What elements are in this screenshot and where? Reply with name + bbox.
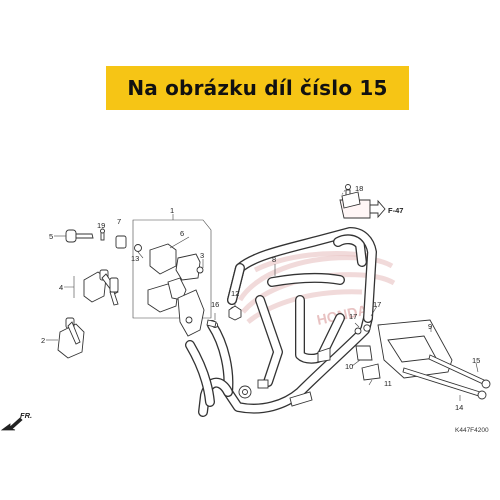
callout-10: 10 bbox=[345, 362, 353, 371]
callout-5: 5 bbox=[49, 232, 53, 241]
callout-6: 6 bbox=[180, 229, 184, 238]
callout-13: 13 bbox=[131, 254, 139, 263]
title-banner: Na obrázku díl číslo 15 bbox=[106, 66, 409, 110]
reference-f47: F-47 bbox=[339, 191, 403, 219]
callout-8: 8 bbox=[272, 255, 276, 264]
part-group-1-outline bbox=[132, 219, 212, 319]
key-set-part-4 bbox=[83, 269, 119, 306]
front-direction-indicator: FR. bbox=[0, 411, 32, 431]
frame-body bbox=[185, 227, 377, 417]
head-bracket bbox=[177, 289, 205, 337]
callout-16: 16 bbox=[211, 300, 219, 309]
callout-7: 7 bbox=[117, 217, 121, 226]
callout-11: 11 bbox=[384, 379, 392, 388]
key-set-box-parts bbox=[115, 235, 201, 313]
callout-15: 15 bbox=[472, 356, 480, 365]
callout-2: 2 bbox=[41, 336, 45, 345]
callout-19: 19 bbox=[97, 221, 105, 230]
bolts-14-15 bbox=[402, 354, 491, 400]
front-arrow-icon bbox=[0, 417, 23, 431]
callout-17-right: 17 bbox=[373, 300, 381, 309]
callout-18: 18 bbox=[355, 184, 363, 193]
reference-f47-label: F-47 bbox=[388, 206, 403, 215]
engine-hanger-part-9 bbox=[354, 319, 453, 381]
callout-numbers: 1 2 3 4 5 6 7 8 9 10 11 12 13 14 15 16 1… bbox=[41, 184, 480, 412]
leader-lines bbox=[46, 189, 479, 401]
diagram-code: K447F4200 bbox=[455, 427, 489, 434]
callout-4: 4 bbox=[59, 283, 63, 292]
title-text: Na obrázku díl číslo 15 bbox=[127, 76, 388, 100]
callout-3: 3 bbox=[200, 251, 204, 260]
callout-17-left: 17 bbox=[349, 312, 357, 321]
callout-9: 9 bbox=[428, 322, 432, 331]
key-part-5 bbox=[65, 229, 94, 243]
callout-12: 12 bbox=[231, 289, 239, 298]
lock-cylinder-part-2 bbox=[57, 317, 85, 359]
callout-1: 1 bbox=[170, 206, 174, 215]
front-label: FR. bbox=[20, 411, 32, 420]
callout-14: 14 bbox=[455, 403, 463, 412]
